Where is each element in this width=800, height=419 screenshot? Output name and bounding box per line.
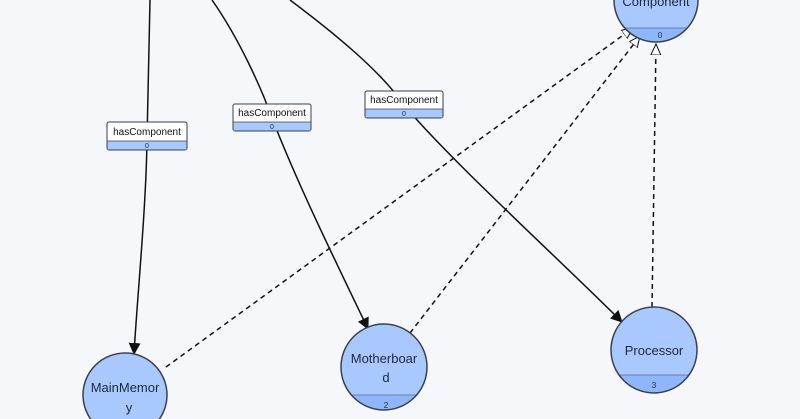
node-outline	[340, 323, 428, 411]
node-processor[interactable]: Processor 3	[608, 306, 700, 395]
edge-line[interactable]	[652, 44, 656, 308]
edge-subclass-processor[interactable]	[652, 44, 656, 308]
edge-line[interactable]	[165, 28, 633, 368]
edge-label-count: 0	[270, 124, 274, 131]
node-label-line1: Motherboar	[351, 351, 418, 366]
edge-label-count: 0	[402, 111, 406, 118]
node-component[interactable]: Component 0	[610, 0, 702, 48]
edge-label-count: 0	[145, 143, 149, 150]
edge-label-has-component-2[interactable]: hasComponent 0	[232, 103, 312, 132]
node-main-memory[interactable]: MainMemor y	[82, 352, 168, 419]
node-label: Processor	[625, 343, 684, 358]
node-count: 3	[652, 381, 657, 390]
node-count: 0	[658, 31, 663, 40]
node-circle	[341, 324, 427, 410]
edge-has-component-3[interactable]	[289, 0, 623, 323]
edge-label-band	[365, 109, 443, 118]
edge-line[interactable]	[128, 0, 151, 355]
edge-label-band	[233, 122, 311, 131]
edge-line[interactable]	[409, 36, 640, 334]
edge-label-has-component-3[interactable]: hasComponent 0	[364, 90, 444, 119]
edge-has-component-1[interactable]	[128, 0, 151, 355]
node-count: 2	[384, 401, 389, 410]
node-label-line2: d	[382, 370, 389, 385]
edge-subclass-mainmemory[interactable]	[165, 28, 633, 368]
edge-subclass-motherboard[interactable]	[409, 36, 640, 334]
edge-label-text: hasComponent	[238, 108, 306, 119]
edge-line[interactable]	[289, 0, 623, 323]
node-circle	[611, 307, 697, 393]
edge-label-text: hasComponent	[113, 127, 181, 138]
node-motherboard[interactable]: Motherboar d 2	[338, 323, 430, 415]
node-circle	[82, 352, 168, 419]
node-label-line2: y	[126, 400, 133, 415]
edge-label-has-component-1[interactable]: hasComponent 0	[106, 121, 188, 151]
edge-line[interactable]	[211, 0, 369, 330]
edge-label-band	[107, 141, 187, 150]
node-label-line1: MainMemor	[91, 380, 160, 395]
edge-label-text: hasComponent	[370, 95, 438, 106]
edge-has-component-2[interactable]	[211, 0, 369, 330]
node-outline	[613, 0, 699, 43]
node-label: Component	[622, 0, 690, 9]
node-outline	[610, 306, 698, 394]
